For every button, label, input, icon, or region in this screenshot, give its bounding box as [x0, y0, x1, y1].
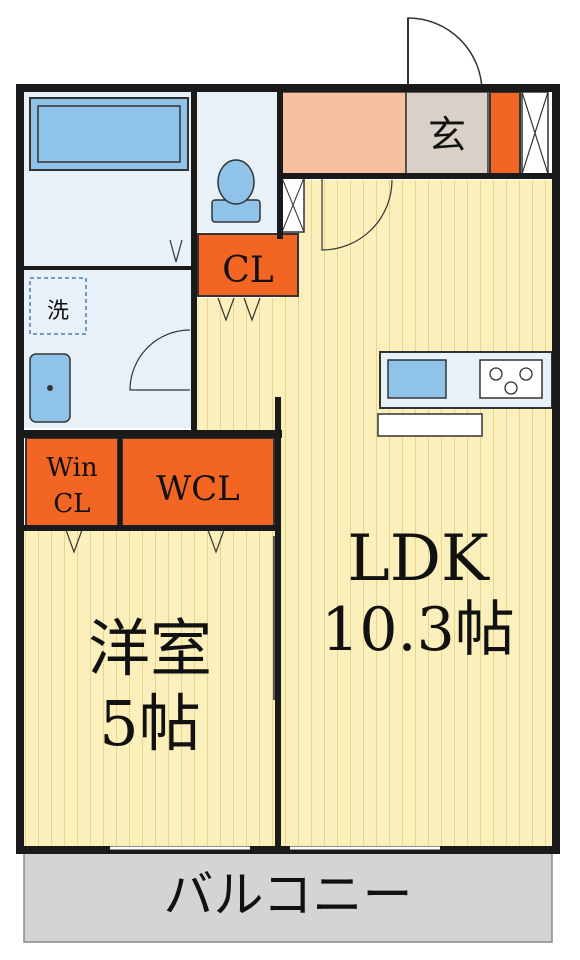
stove: [479, 359, 543, 399]
ldk-size: 10.3帖: [321, 595, 515, 665]
hall-floor: [196, 298, 282, 434]
western-room-size: 5帖: [99, 687, 200, 760]
ldk-name: LDK: [347, 522, 490, 596]
entrance-label: 玄: [428, 113, 466, 157]
bathtub: [29, 97, 189, 171]
walls: [16, 84, 560, 854]
washer-pan: [29, 277, 87, 335]
closet-door-marks: [217, 297, 261, 322]
entrance-door-swing: [407, 17, 483, 93]
shoe-closet: [489, 91, 521, 175]
balcony-label: バルコニー: [164, 866, 413, 924]
counter-top: [377, 413, 483, 437]
laundry-label: 洗: [47, 299, 69, 324]
ldk-door-swing: [321, 178, 393, 251]
win-closet-label-2: CL: [53, 489, 90, 519]
western-room-floor: [24, 528, 276, 848]
toilet-closet: [197, 233, 299, 297]
kitchen-sink: [387, 359, 447, 399]
balcony-area: [23, 849, 553, 943]
toilet-bowl: [217, 159, 255, 205]
washroom-door-swing: [129, 329, 191, 391]
ldk-floor: [280, 180, 552, 848]
win-closet-label-1: Win: [46, 453, 98, 483]
western-room-name: 洋室: [88, 612, 212, 685]
walk-in-closet-label: WCL: [156, 469, 240, 509]
toilet-closet-label: CL: [222, 250, 274, 291]
entrance-hall: [281, 91, 407, 175]
